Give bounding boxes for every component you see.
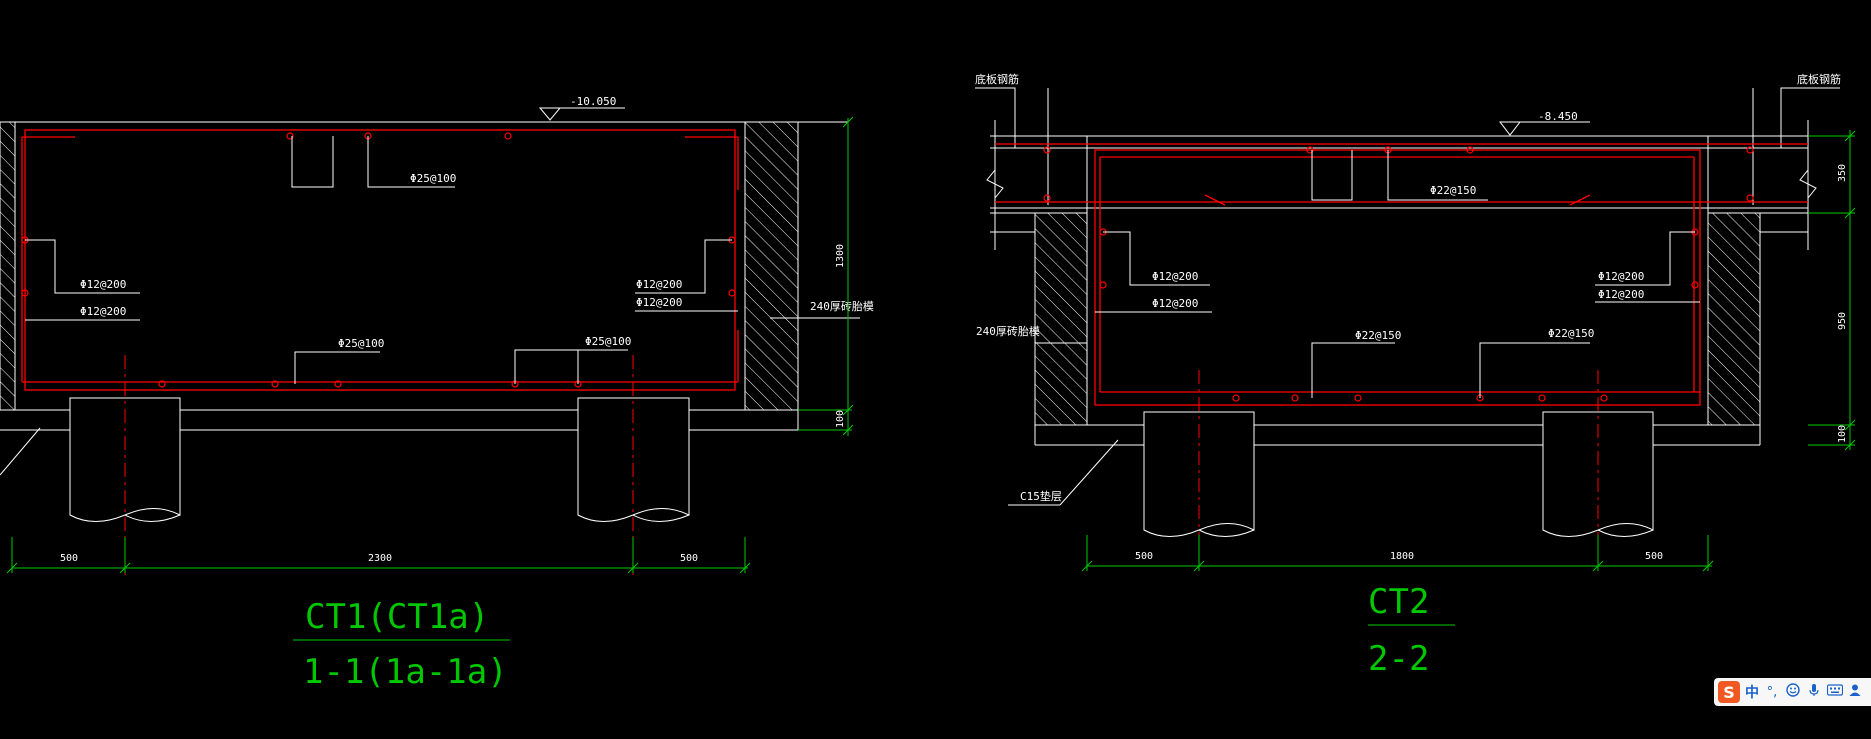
sogou-logo-icon[interactable]: S [1718, 681, 1740, 703]
rebar-label-top: Φ25@100 [410, 172, 456, 185]
dimension-lines [798, 116, 854, 436]
elevation-label: -10.050 [570, 95, 616, 108]
rebar-label-left-2: Φ12@200 [80, 305, 126, 318]
dim-mid: 950 [1837, 312, 1848, 330]
dim-middle: 1800 [1390, 551, 1414, 562]
rebar-dots [1043, 146, 1754, 402]
rebar-label-bottom-1: Φ25@100 [338, 337, 384, 350]
rebar-label-left-1: Φ12@200 [80, 278, 126, 291]
centerline [124, 355, 634, 575]
elevation-label: -8.450 [1538, 110, 1578, 123]
rebar-label-top: Φ22@150 [1430, 184, 1476, 197]
rebar-label-right-2: Φ12@200 [636, 296, 682, 309]
ime-punctuation-toggle[interactable]: °, [1766, 684, 1778, 700]
section-label: 1-1(1a-1a) [303, 652, 508, 692]
brick-wall-left [1034, 212, 1088, 426]
dim-cushion: 100 [835, 410, 846, 428]
pile [1143, 411, 1255, 537]
elevation-marker [538, 107, 625, 121]
dimension-lines [1808, 130, 1856, 451]
rebar-label-bottom-2: Φ22@150 [1548, 327, 1594, 340]
keyboard-icon[interactable] [1826, 684, 1844, 700]
wall-label: 240厚砖胎模 [810, 299, 874, 313]
leader-lines [1035, 150, 1700, 398]
drawing-title: CT1(CT1a) [305, 597, 489, 637]
rebar-cage [21, 129, 739, 391]
rebar-label-left-1: Φ12@200 [1152, 270, 1198, 283]
rebar-label-left-2: Φ12@200 [1152, 297, 1198, 310]
dimension-lines [1081, 535, 1714, 572]
rebar-label-right-1: Φ12@200 [1598, 270, 1644, 283]
centerline [1198, 370, 1599, 570]
brick-wall-right [744, 121, 799, 411]
elevation-marker [1498, 121, 1590, 136]
dim-right: 500 [1645, 551, 1663, 562]
rebar-dots [21, 132, 736, 388]
section-label: 2-2 [1368, 639, 1429, 679]
brick-wall-right [1707, 212, 1761, 426]
brick-wall-left [0, 121, 16, 411]
drawing-ct2: -8.450 底板钢筋 底板钢筋 [975, 72, 1856, 679]
rebar-cage [995, 143, 1808, 406]
pile [577, 397, 690, 522]
rebar-label-bottom-2: Φ25@100 [585, 335, 631, 348]
ime-toolbar[interactable]: S 中 °, [1714, 678, 1871, 706]
dim-middle: 2300 [368, 553, 392, 564]
pile [1542, 411, 1654, 537]
pile [69, 397, 181, 522]
rebar-label-right-2: Φ12@200 [1598, 288, 1644, 301]
user-icon[interactable] [1848, 683, 1864, 701]
leader-lines [25, 136, 860, 384]
anchor-label-left: 底板钢筋 [975, 72, 1019, 86]
dim-left: 500 [60, 553, 78, 564]
dimension-lines [6, 537, 751, 574]
dim-left: 500 [1135, 551, 1153, 562]
dim-cushion: 100 [1837, 425, 1848, 443]
anchor-leaders [975, 87, 1840, 205]
dim-height: 1300 [835, 244, 846, 268]
dim-top: 350 [1837, 164, 1848, 182]
anchor-label-right: 底板钢筋 [1797, 72, 1841, 86]
drawing-title: CT2 [1368, 582, 1429, 622]
rebar-label-right-1: Φ12@200 [636, 278, 682, 291]
wall-label: 240厚砖胎模 [976, 324, 1040, 338]
cushion-label: C15垫层 [1020, 489, 1062, 503]
drawing-ct1: -10.050 [0, 95, 874, 692]
dim-right: 500 [680, 553, 698, 564]
microphone-icon[interactable] [1806, 683, 1822, 701]
smiley-icon[interactable] [1785, 683, 1801, 701]
rebar-label-bottom-1: Φ22@150 [1355, 329, 1401, 342]
foundation-outline [1086, 136, 1760, 425]
ime-language-toggle[interactable]: 中 [1745, 685, 1759, 701]
